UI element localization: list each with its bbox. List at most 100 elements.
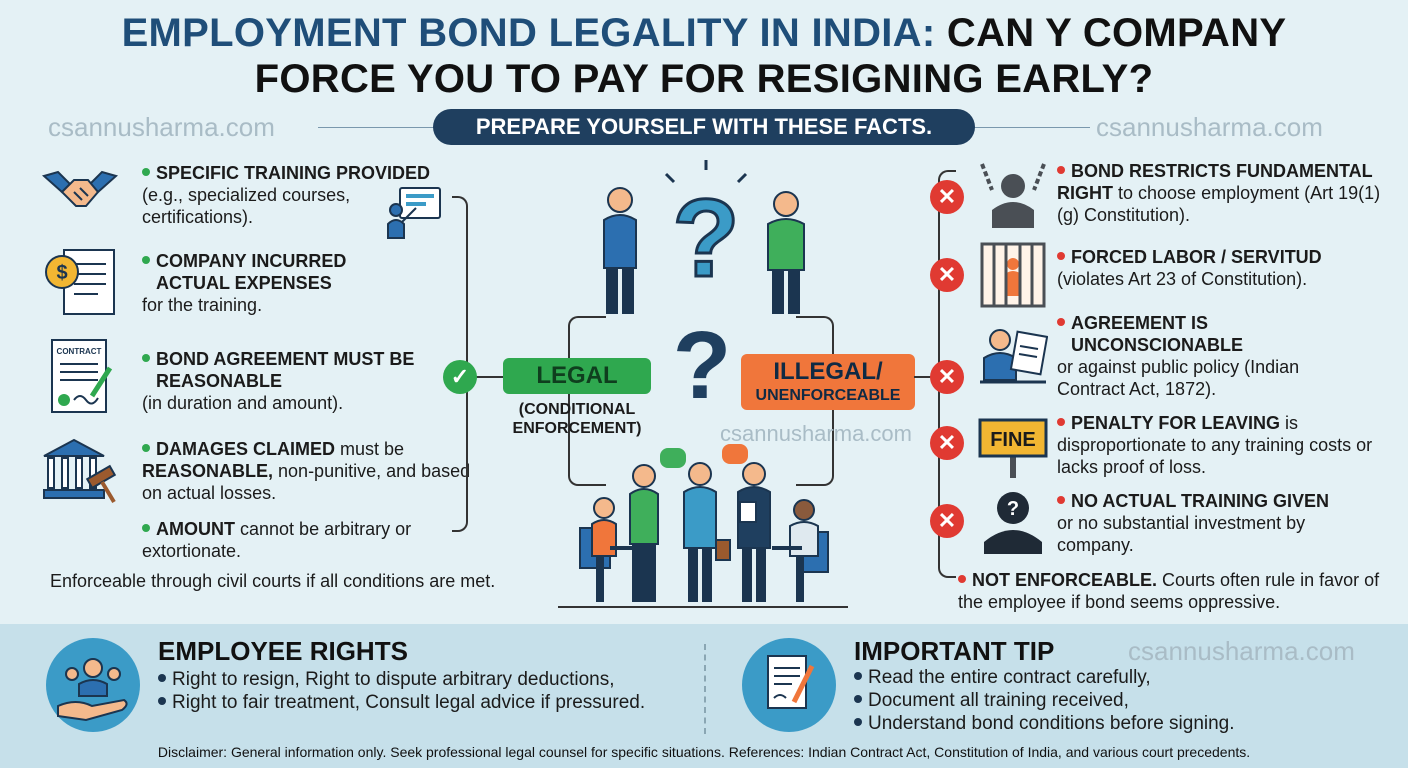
legal-condition-1-title: SPECIFIC TRAINING PROVIDED — [156, 163, 431, 183]
invoice-dollar-icon: $ — [40, 246, 120, 316]
bullet — [854, 717, 862, 726]
watermark-left: csannusharma.com — [48, 112, 275, 142]
illegal-sublabel: UNENFORCEABLE — [755, 387, 901, 404]
title-line2: FORCE YOU TO PAY FOR RESIGNING EARLY? — [254, 57, 1154, 101]
chained-person-icon — [978, 160, 1048, 230]
legal-condition-3-title: BOND AGREEMENT MUST BE REASONABLE — [156, 349, 415, 391]
red-bullet — [958, 575, 966, 584]
legal-condition-2-text: COMPANY INCURRED ACTUAL EXPENSES for the… — [142, 250, 376, 316]
illegal-condition-2-title: FORCED LABOR / SERVITUD — [1071, 247, 1322, 267]
illegal-condition-4-text: PENALTY FOR LEAVING is disproportionate … — [1057, 412, 1387, 478]
illegal-condition-3: ✕ AGREEMENT IS UNCONSCIONABLE or against… — [930, 312, 1400, 402]
check-icon: ✓ — [443, 360, 477, 394]
bullet — [158, 673, 166, 682]
legal-condition-4-title2: REASONABLE, — [142, 461, 274, 481]
illegal-condition-3-text: AGREEMENT IS UNCONSCIONABLE or against p… — [1057, 312, 1377, 400]
green-bullet — [142, 524, 150, 533]
bottom-divider — [704, 644, 706, 734]
title-line1-dark: CAN Y COMPANY — [946, 11, 1287, 55]
illegal-condition-4-title: PENALTY FOR LEAVING — [1071, 413, 1281, 433]
watermark-bottom: csannusharma.com — [1128, 636, 1355, 666]
illegal-condition-5: ✕ ? NO ACTUAL TRAINING GIVEN or no subst… — [930, 486, 1400, 564]
illegal-condition-2: ✕ FORCED LABOR / SERVITUD (violates Art … — [930, 240, 1400, 316]
unknown-person-icon: ? — [978, 486, 1048, 556]
left-footer-note: Enforceable through civil courts if all … — [50, 571, 496, 591]
right-connector — [914, 376, 940, 378]
illegal-condition-4: ✕ FINE PENALTY FOR LEAVING is disproport… — [930, 408, 1400, 486]
employee-rights-item: Right to resign, Right to dispute arbitr… — [158, 668, 645, 691]
training-screen-icon — [386, 184, 444, 240]
svg-text:?: ? — [672, 177, 739, 300]
legal-condition-2-title: COMPANY INCURRED ACTUAL EXPENSES — [156, 251, 347, 293]
illegal-condition-5-detail: or no substantial investment by company. — [1057, 513, 1306, 555]
important-tip-item-text: Document all training received, — [868, 690, 1129, 711]
left-connector — [468, 376, 504, 378]
important-tip-item: Document all training received, — [854, 689, 1235, 712]
worker-contract-icon — [978, 320, 1048, 390]
contract-label: CONTRACT — [57, 347, 102, 356]
bullet — [158, 696, 166, 705]
red-bullet — [1057, 166, 1065, 175]
watermark-center: csannusharma.com — [720, 421, 912, 446]
svg-text:?: ? — [1007, 498, 1019, 520]
important-tip-item: Understand bond conditions before signin… — [854, 712, 1235, 735]
illegal-condition-3-title: AGREEMENT IS UNCONSCIONABLE — [1071, 313, 1244, 355]
right-footer-note: NOT ENFORCEABLE. Courts often rule in fa… — [958, 569, 1408, 613]
subtitle-banner: PREPARE YOURSELF WITH THESE FACTS. — [433, 109, 975, 145]
svg-text:?: ? — [673, 312, 732, 408]
legal-condition-4: DAMAGES CLAIMED must be REASONABLE, non-… — [40, 430, 480, 514]
handshake-icon — [40, 162, 120, 232]
red-bullet — [1057, 318, 1065, 327]
bullet — [854, 694, 862, 703]
important-tip-item-text: Read the entire contract carefully, — [868, 667, 1151, 688]
red-bullet — [1057, 252, 1065, 261]
legal-condition-4-title: DAMAGES CLAIMED — [156, 439, 335, 459]
right-footer-title: NOT ENFORCEABLE. — [972, 570, 1158, 590]
legal-condition-2: $ COMPANY INCURRED ACTUAL EXPENSES for t… — [40, 242, 480, 326]
legal-condition-2-detail: for the training. — [142, 295, 263, 315]
right-footer-detail: Courts often rule in favor of the employ… — [958, 570, 1380, 612]
people-question-illustration: ? — [590, 158, 820, 318]
illegal-condition-3-detail: or against public policy (Indian Contrac… — [1057, 357, 1300, 399]
cross-icon: ✕ — [930, 426, 964, 460]
legal-condition-4-detail: non-punitive, and based on actual losses… — [142, 461, 471, 503]
green-bullet — [142, 256, 150, 265]
jail-icon — [978, 240, 1048, 310]
green-bullet — [142, 444, 150, 453]
document-pen-icon — [742, 638, 836, 732]
legal-condition-1-detail: (e.g., specialized courses, certificatio… — [142, 185, 351, 227]
cross-icon: ✕ — [930, 258, 964, 292]
illegal-condition-2-detail: (violates Art 23 of Constitution). — [1057, 269, 1308, 289]
legal-condition-5: AMOUNT cannot be arbitrary or extortiona… — [40, 516, 480, 566]
illegal-condition-1-title: BOND RESTRICTS FUNDAMENTAL RIGHT — [1057, 161, 1373, 203]
legal-condition-1: SPECIFIC TRAINING PROVIDED (e.g., specia… — [40, 158, 480, 238]
important-tip-item: Read the entire contract carefully, — [854, 666, 1235, 689]
green-bullet — [142, 354, 150, 363]
green-bullet — [142, 168, 150, 177]
contract-icon: CONTRACT — [40, 338, 120, 413]
cross-icon: ✕ — [930, 360, 964, 394]
legal-badge: LEGAL — [503, 358, 651, 394]
legal-condition-4-mid: must be — [340, 439, 405, 459]
red-bullet — [1057, 418, 1065, 427]
legal-condition-3: CONTRACT BOND AGREEMENT MUST BE REASONAB… — [40, 336, 480, 420]
important-tip-list: Read the entire contract carefully, Docu… — [854, 666, 1235, 735]
center-left-bracket — [568, 316, 606, 486]
center-floor-line — [558, 606, 848, 608]
employee-rights-list: Right to resign, Right to dispute arbitr… — [158, 668, 645, 714]
important-tip-title: IMPORTANT TIP — [854, 636, 1055, 666]
cross-icon: ✕ — [930, 504, 964, 538]
legal-condition-5-detail: cannot be arbitrary or extortionate. — [142, 519, 412, 561]
employee-rights-item-text: Right to fair treatment, Consult legal a… — [172, 692, 646, 713]
question-mark-icon: ? — [672, 312, 732, 408]
employee-rights-item: Right to fair treatment, Consult legal a… — [158, 691, 645, 714]
fine-sign-icon: FINE — [978, 410, 1048, 480]
rights-people-hand-icon — [46, 638, 140, 732]
illegal-condition-2-text: FORCED LABOR / SERVITUD (violates Art 23… — [1057, 246, 1387, 290]
illegal-condition-5-title: NO ACTUAL TRAINING GIVEN — [1071, 491, 1330, 511]
legal-condition-3-detail: (in duration and amount). — [142, 393, 344, 413]
legal-condition-1-text: SPECIFIC TRAINING PROVIDED (e.g., specia… — [142, 162, 430, 228]
illegal-condition-5-text: NO ACTUAL TRAINING GIVEN or no substanti… — [1057, 490, 1357, 556]
illegal-condition-1-detail: to choose employment (Art 19(1)(g) Const… — [1057, 183, 1381, 225]
